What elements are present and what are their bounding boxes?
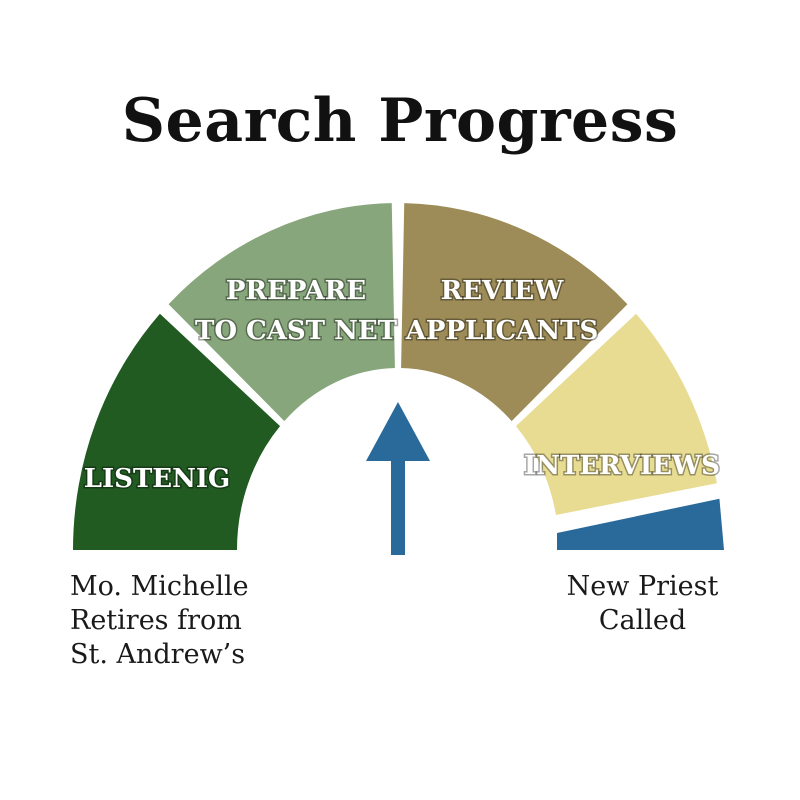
gauge-segments — [73, 203, 724, 550]
gauge-segment — [73, 313, 281, 550]
arrow-head — [366, 402, 430, 461]
gauge-segment — [515, 313, 717, 515]
start-caption-line: Retires from — [70, 605, 242, 636]
gauge-final-segment — [557, 498, 724, 550]
segment-label: TO CAST NET — [195, 316, 398, 346]
segment-label: INTERVIEWS — [524, 451, 720, 481]
segment-label: LISTENIG — [84, 464, 231, 494]
gauge-segment — [168, 203, 395, 422]
end-caption-line: New Priest — [566, 571, 719, 602]
end-caption-line: Called — [598, 605, 687, 636]
progress-arrow-icon — [366, 402, 430, 555]
segment-label: PREPARE — [226, 276, 366, 306]
start-caption: Mo. Michelle Retires from St. Andrew’s — [70, 570, 249, 672]
gauge-segment — [401, 203, 628, 422]
end-caption: New Priest Called — [545, 570, 740, 638]
segment-label: REVIEW — [441, 276, 565, 306]
start-caption-line: St. Andrew’s — [70, 639, 246, 670]
start-caption-line: Mo. Michelle — [70, 571, 249, 602]
page-title: Search Progress — [121, 86, 679, 156]
gauge-labels: LISTENIG PREPARE TO CAST NET REVIEW APPLICAN… — [82, 275, 721, 496]
segment-label: APPLICANTS — [405, 316, 598, 346]
arrow-shaft — [391, 460, 405, 555]
